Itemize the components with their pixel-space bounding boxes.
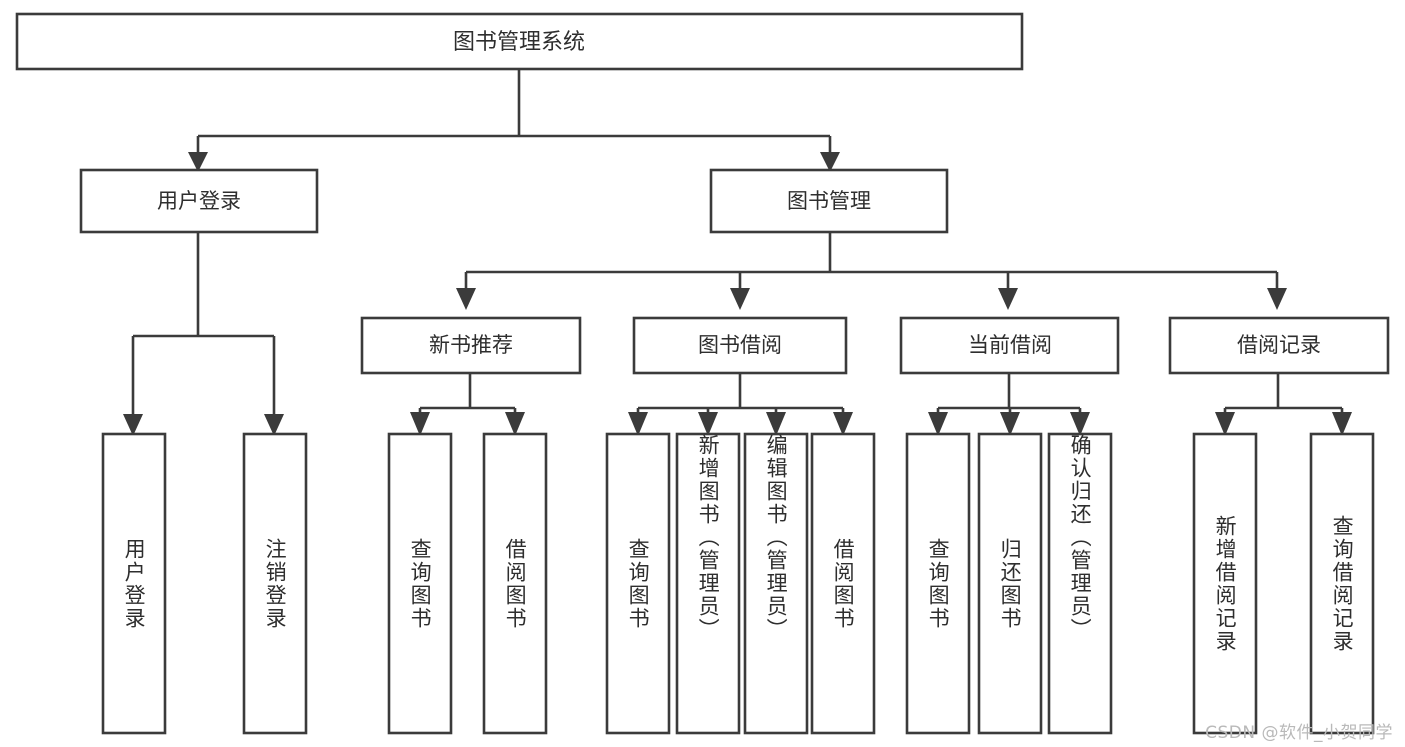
node-label-new-book-recommend: 新书推荐	[429, 333, 513, 357]
arrow-head-br-leaf-1	[1215, 412, 1235, 436]
arrow-head-user-login	[188, 152, 208, 172]
leaf-box-cb-confirm[interactable]	[1047, 432, 1113, 735]
arrow-head-nb-leaf-1	[410, 412, 430, 436]
leaf-box-new-book-borrow[interactable]	[482, 432, 548, 735]
arrow-head-cb-leaf-3	[1070, 412, 1090, 436]
leaf-box-bb-edit[interactable]	[743, 432, 809, 735]
arrow-head-cb-leaf-2	[1000, 412, 1020, 436]
arrow-head-new-book	[456, 288, 476, 310]
node-label-borrow-record: 借阅记录	[1237, 333, 1321, 357]
arrow-head-cb-leaf-1	[928, 412, 948, 436]
leaf-box-bb-query[interactable]	[605, 432, 671, 735]
node-label-book-management: 图书管理	[787, 189, 871, 213]
arrow-head-br-leaf-2	[1332, 412, 1352, 436]
connector-layer	[123, 69, 1352, 436]
node-box-book-management[interactable]	[709, 168, 949, 234]
leaf-box-user-login-logout[interactable]	[242, 432, 308, 735]
arrow-head-book-mgmt	[820, 152, 840, 172]
node-box-borrow-record[interactable]	[1168, 316, 1390, 375]
leaf-box-new-book-query[interactable]	[387, 432, 453, 735]
arrow-head-leaf-user-login	[123, 414, 143, 436]
arrow-head-bb-leaf-4	[833, 412, 853, 436]
arrow-head-leaf-logout	[264, 414, 284, 436]
arrow-head-bb-leaf-1	[628, 412, 648, 436]
node-box-current-borrow[interactable]	[899, 316, 1120, 375]
leaf-box-br-add[interactable]	[1192, 432, 1258, 735]
leaf-box-user-login-login[interactable]	[101, 432, 167, 735]
leaf-box-cb-return[interactable]	[977, 432, 1043, 735]
node-box-new-book-recommend[interactable]	[360, 316, 582, 375]
node-box-book-borrow[interactable]	[632, 316, 848, 375]
arrow-head-current-borrow	[998, 288, 1018, 310]
node-label-book-borrow: 图书借阅	[698, 333, 782, 357]
leaf-box-bb-borrow[interactable]	[810, 432, 876, 735]
node-box-user-login[interactable]	[79, 168, 319, 234]
leaf-box-bb-add[interactable]	[675, 432, 741, 735]
arrow-head-borrow-record	[1267, 288, 1287, 310]
csdn-watermark: CSDN @软件_小贺同学	[1205, 723, 1393, 743]
arrow-head-book-borrow	[730, 288, 750, 310]
leaf-box-br-query[interactable]	[1309, 432, 1375, 735]
node-label-current-borrow: 当前借阅	[968, 333, 1052, 357]
node-label-root: 图书管理系统	[453, 30, 585, 55]
node-box-root[interactable]	[15, 12, 1024, 71]
arrow-head-nb-leaf-2	[505, 412, 525, 436]
arrow-head-bb-leaf-3	[766, 412, 786, 436]
node-label-user-login: 用户登录	[157, 189, 241, 213]
leaf-box-cb-query[interactable]	[905, 432, 971, 735]
arrow-head-bb-leaf-2	[698, 412, 718, 436]
node-layer: 图书管理系统 用户登录 图书管理 新书推荐 图书借阅 当前借阅 借阅记录	[15, 12, 1390, 735]
